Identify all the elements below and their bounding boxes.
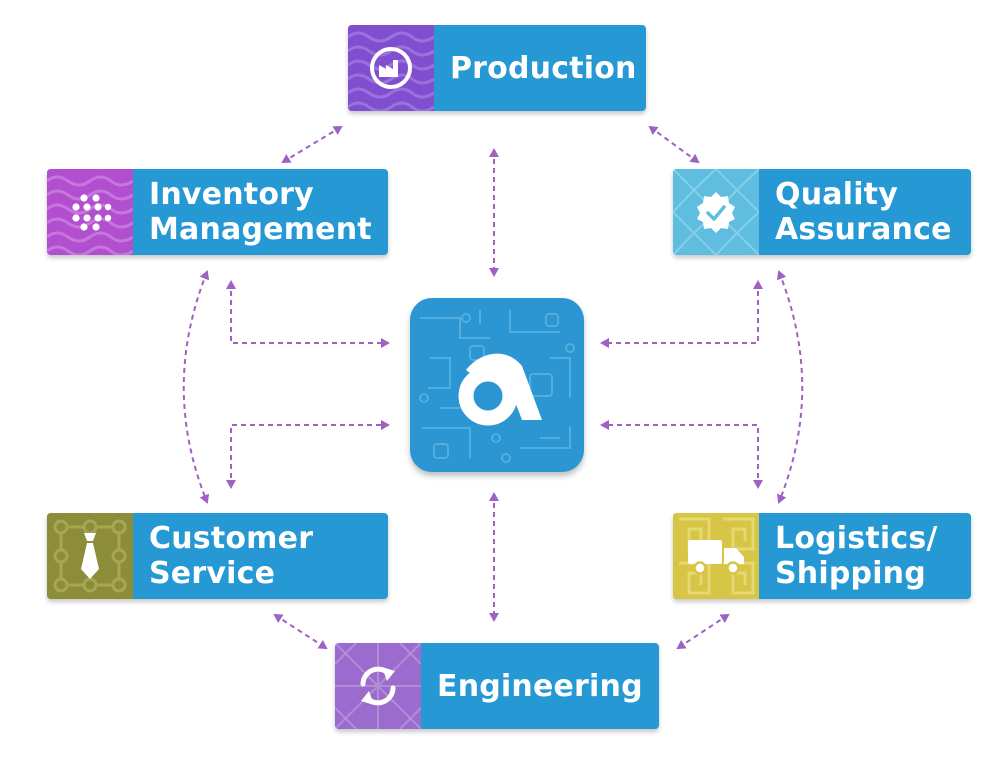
connector-quality-hub [600, 280, 763, 348]
node-logistics-shipping[interactable]: Logistics/ Shipping [673, 513, 971, 599]
delivery-truck-icon [688, 540, 744, 575]
quality-label: Quality Assurance [775, 177, 952, 247]
node-inventory-management[interactable]: Inventory Management [47, 169, 388, 255]
customer-tile [47, 513, 133, 599]
node-quality-assurance[interactable]: Quality Assurance [673, 169, 971, 255]
connector-customer-engineering [273, 613, 328, 650]
connector-inventory-customer [182, 270, 210, 504]
connector-logistics-engineering [676, 613, 730, 650]
central-hub[interactable] [410, 298, 584, 472]
customer-label: Customer Service [149, 521, 314, 591]
inventory-tile [47, 169, 133, 255]
circuit-pattern [419, 310, 575, 463]
verified-badge-icon [697, 192, 735, 233]
dot-grid-globe-icon [72, 194, 112, 231]
connector-logistics-hub [600, 420, 763, 489]
brand-logo-icon [458, 353, 542, 426]
connector-production-inventory [281, 125, 343, 164]
node-production[interactable]: Production [348, 25, 646, 111]
production-tile [348, 25, 434, 111]
logistics-label: Logistics/ Shipping [775, 521, 938, 591]
connector-inventory-hub [226, 280, 390, 348]
refresh-cycle-icon [360, 666, 396, 706]
node-customer-service[interactable]: Customer Service [47, 513, 388, 599]
engineering-tile [335, 643, 421, 729]
factory-icon [370, 47, 412, 89]
necktie-icon [81, 533, 99, 579]
quality-tile [673, 169, 759, 255]
connector-quality-logistics [776, 270, 804, 504]
logistics-tile [673, 513, 759, 599]
inventory-label: Inventory Management [149, 177, 372, 247]
node-engineering[interactable]: Engineering [335, 643, 659, 729]
connector-production-quality [648, 125, 700, 164]
production-label: Production [450, 50, 637, 86]
engineering-label: Engineering [437, 668, 643, 704]
connector-customer-hub [226, 420, 390, 489]
